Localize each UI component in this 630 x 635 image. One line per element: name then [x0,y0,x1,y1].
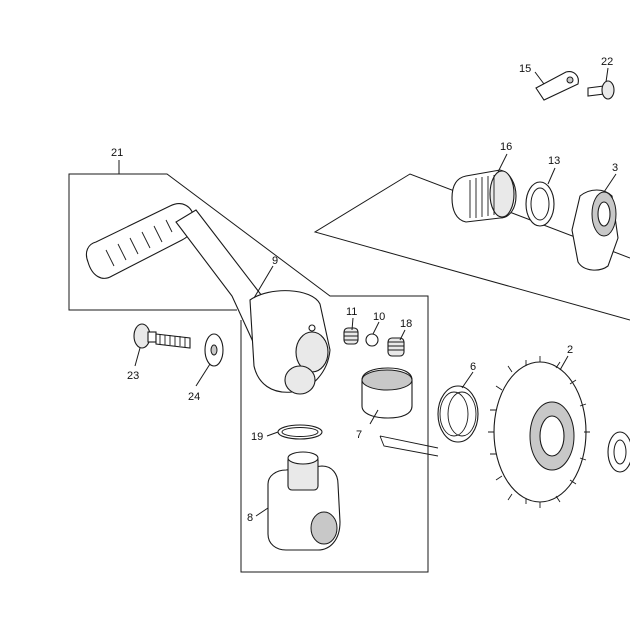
washer-part-24 [204,333,224,367]
torsion-spring-part-6 [379,385,479,457]
callout-22: 22 [601,56,613,68]
ratchet-part-3 [571,189,619,271]
callout-8: 8 [247,512,253,524]
callout-9: 9 [272,255,278,267]
kickstart-group-outline [68,173,429,573]
leader-lines [118,67,617,517]
callout-13: 13 [548,155,560,167]
callout-10: 10 [373,311,385,323]
kickstart-shaft-part-8 [267,451,341,551]
bushing-part-7 [361,367,413,419]
callout-21: 21 [111,147,123,159]
callout-7: 7 [356,429,362,441]
gearbox-group-outline [313,173,630,321]
spring-part-18 [387,337,405,357]
callout-15: 15 [519,63,531,75]
callout-18: 18 [400,318,412,330]
callout-19: 19 [251,431,263,443]
callout-numbers: 21 9 11 10 18 6 7 2 16 13 3 15 22 23 24 … [111,56,618,524]
spring-part-11 [343,327,359,345]
bolt-part-23 [133,323,191,349]
callout-24: 24 [188,391,200,403]
callout-23: 23 [127,370,139,382]
screw-part-22 [587,80,615,100]
lever-grip-ribs [105,219,173,267]
needle-bearing-part-16 [451,169,517,223]
plate-part-15 [535,71,579,101]
callout-16: 16 [500,141,512,153]
callout-2: 2 [567,344,573,356]
ball-part-10 [365,333,379,347]
gear-part-2 [488,356,590,508]
washer-edge-fragment [607,431,630,473]
kickstart-lever-part [85,203,331,395]
shim-part-13 [525,181,555,227]
callout-3: 3 [612,162,618,174]
callout-6: 6 [470,361,476,373]
callout-11: 11 [346,306,357,318]
